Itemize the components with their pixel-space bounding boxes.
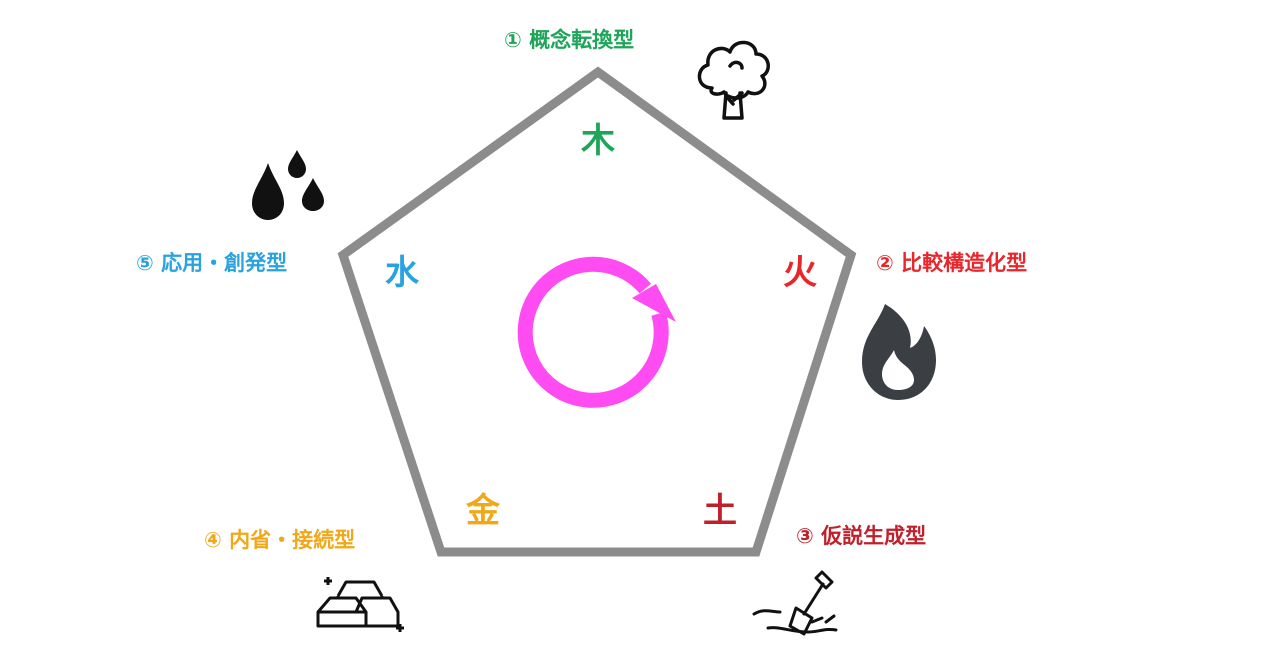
label-earth-type: ③ 仮説生成型 [796,524,926,548]
shovel-icon [752,570,838,636]
pentagon-outline [337,66,857,557]
cycle-arrow-icon [517,256,676,408]
label-wood-type: ① 概念転換型 [504,28,634,52]
flame-icon [862,304,936,400]
element-earth-char: 土 [703,491,737,531]
label-water-type: ⑤ 応用・創発型 [136,251,287,275]
label-fire-type: ② 比較構造化型 [876,251,1027,275]
element-metal-char: 金 [465,491,501,531]
element-water-char: 水 [385,253,420,293]
tree-icon [697,40,770,120]
water-drops-icon [252,150,324,220]
element-wood-char: 木 [580,121,615,161]
gold-bars-icon [316,577,404,632]
element-fire-char: 火 [783,253,817,293]
label-metal-type: ④ 内省・接続型 [204,528,355,552]
